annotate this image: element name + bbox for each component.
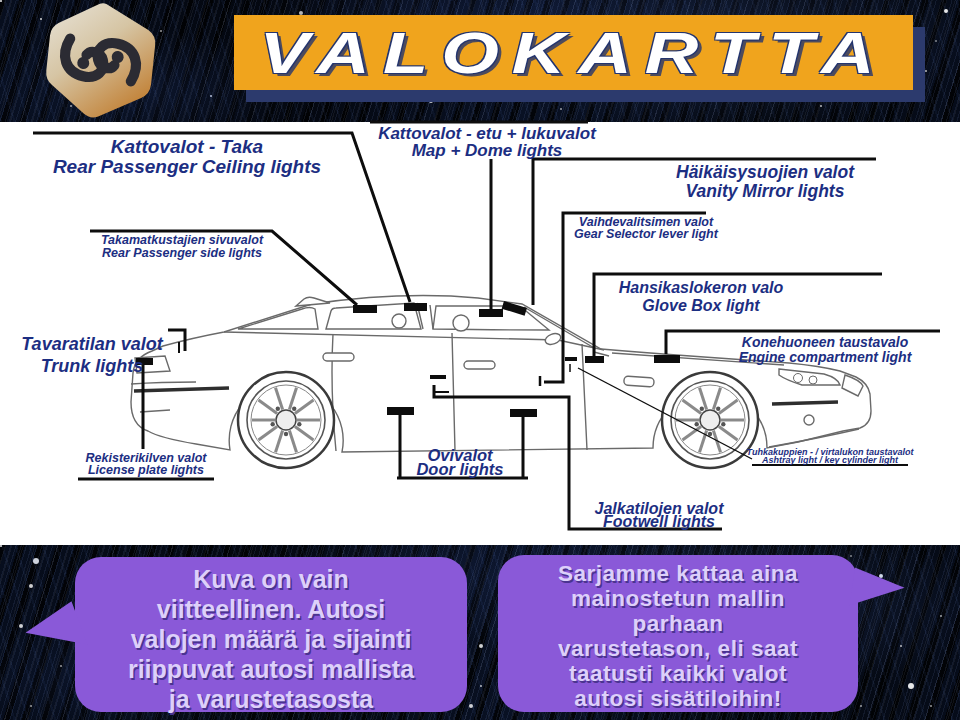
label-vanity-mirror-lights: Häikäisysuojien valot Vanity Mirror ligh…: [610, 163, 920, 200]
label-ashtray-key-cylinder-light: Tuhkakuppien - / virtalukon taustavalot …: [744, 448, 916, 464]
footer-star-dots: [0, 545, 2, 547]
disclaimer-speech-bubble: Kuva on vain viitteellinen. Autosi valoj…: [75, 557, 467, 712]
label-footwell-lights: Jalkatilojen valot Footwell lights: [568, 502, 750, 528]
label-rear-passenger-side-lights: Takamatkustajien sivuvalot Rear Passenge…: [88, 234, 276, 259]
label-engine-compartment-light: Konehuoneen taustavalo Engine compartmen…: [712, 335, 938, 364]
label-rear-ceiling-lights: Kattovalot - Taka Rear Passenger Ceiling…: [22, 137, 352, 177]
label-trunk-lights: Tavaratilan valot Trunk lights: [6, 334, 178, 377]
label-glove-box-light: Hansikaslokeron valo Glove Box light: [601, 279, 801, 314]
label-license-plate-lights: Rekisterikilven valot License plate ligh…: [70, 453, 222, 476]
car-outline: [131, 296, 871, 468]
label-gear-selector-light: Vaihdevalitsimen valot Gear Selector lev…: [567, 216, 725, 240]
label-door-lights: Ovivalot Door lights: [390, 448, 530, 476]
label-map-dome-lights: Kattovalot - etu + lukuvalot Map + Dome …: [357, 125, 617, 159]
footer-section: Kuva on vain viitteellinen. Autosi valoj…: [0, 545, 960, 720]
guarantee-speech-bubble: Sarjamme kattaa aina mainostetun mallin …: [498, 555, 858, 712]
